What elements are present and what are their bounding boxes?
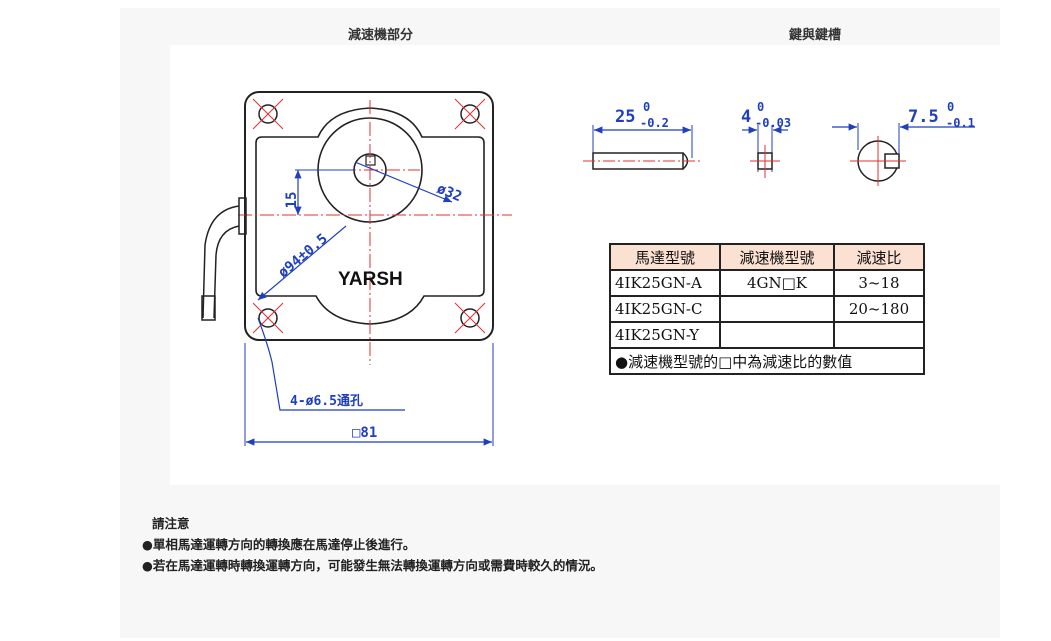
cell-gearbox-model [719, 321, 835, 349]
dim-phi32-label: ø32 [435, 181, 464, 205]
mounting-holes [258, 104, 480, 328]
key1-main: 25 [615, 107, 635, 127]
key1-sub: -0.2 [640, 116, 669, 130]
key1-sup: 0 [643, 100, 650, 114]
cell-motor-model: 4IK25GN-C [609, 295, 721, 323]
center-lines [238, 100, 512, 365]
table-row: 4IK25GN-Y [609, 321, 925, 349]
key3-sup: 0 [947, 100, 954, 114]
table-footnote: ●減速機型號的□中為減速比的數值 [609, 347, 925, 375]
gearbox-inner-outline [255, 107, 485, 325]
cell-ratio [833, 321, 925, 349]
dim-phi94-label: ø94±0.5 [275, 231, 330, 281]
cell-motor-model: 4IK25GN-Y [609, 321, 721, 349]
dim-square-label: □81 [352, 425, 377, 441]
key3-sub: -0.1 [946, 116, 975, 130]
cell-ratio: 3~18 [833, 269, 925, 297]
notes-title: 請注意 [152, 516, 190, 531]
brand-label: YARSH [338, 269, 403, 290]
cell-gearbox-model [719, 295, 835, 323]
spec-table: 馬達型號 減速機型號 減速比 4IK25GN-A 4GN□K 3~18 4IK2… [609, 243, 925, 375]
dim-holes-label: 4-ø6.5通孔 [290, 393, 363, 409]
key3-main: 7.5 [908, 107, 939, 127]
cable [201, 197, 247, 321]
key-drawing-3: 7.5 0 -0.1 [832, 100, 975, 186]
spec-table-header: 馬達型號 減速機型號 減速比 [609, 243, 925, 271]
key2-sub: -0.03 [755, 116, 791, 130]
gearbox-outline [244, 91, 494, 341]
cell-gearbox-model: 4GN□K [719, 269, 835, 297]
heading-gearbox: 減速機部分 [348, 28, 414, 43]
dim-15-label: 15 [284, 192, 300, 209]
hole-crosses [252, 98, 486, 334]
table-row: 4IK25GN-A 4GN□K 3~18 [609, 269, 925, 297]
header-ratio: 減速比 [833, 243, 925, 271]
notes-section: 請注意 ●單相馬達運轉方向的轉換應在馬達停止後進行。 ●若在馬達運轉時轉換運轉方… [142, 513, 603, 576]
key-drawing-1: 25 0 -0.2 [583, 100, 700, 170]
table-row: 4IK25GN-C 20~180 [609, 295, 925, 323]
header-gearbox-model: 減速機型號 [719, 243, 835, 271]
cell-motor-model: 4IK25GN-A [609, 269, 721, 297]
key2-main: 4 [741, 107, 751, 127]
table-footnote-row: ●減速機型號的□中為減速比的數值 [609, 347, 925, 375]
key-drawing-2: 4 0 -0.03 [741, 100, 791, 178]
header-motor-model: 馬達型號 [609, 243, 721, 271]
note-item: ●若在馬達運轉時轉換運轉方向，可能發生無法轉換運轉方向或需費時較久的情況。 [142, 558, 603, 573]
note-item: ●單相馬達運轉方向的轉換應在馬達停止後進行。 [142, 537, 416, 552]
key2-sup: 0 [757, 100, 764, 114]
cell-ratio: 20~180 [833, 295, 925, 323]
heading-key: 鍵與鍵槽 [789, 28, 842, 43]
